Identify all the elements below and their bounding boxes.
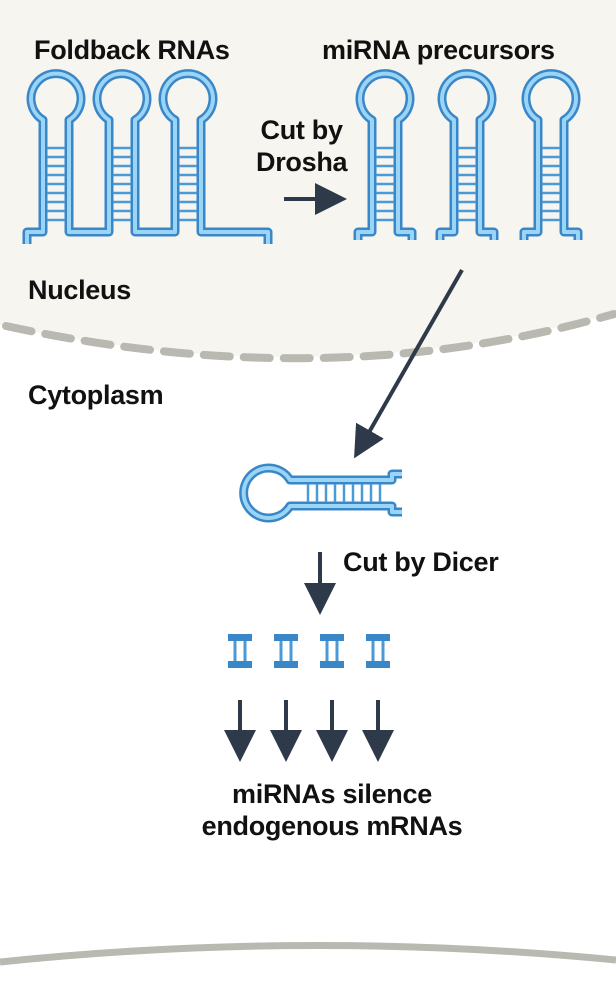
nuclear-envelope (2, 310, 616, 363)
cut-by-drosha-label: Cut by Drosha (256, 114, 348, 179)
mirna-precursor-1-core (356, 71, 414, 240)
cut-by-drosha-line-1: Cut by (260, 115, 344, 145)
foldback-rna-strand-core (25, 71, 270, 244)
mirna-duplex-strand (320, 661, 344, 668)
foldback-rnas-label: Foldback RNAs (34, 35, 230, 65)
mirna-duplexes (228, 634, 390, 668)
mirna-precursors (353, 69, 583, 240)
mirna-duplex-strand (366, 634, 390, 641)
mirna-duplex-strand (274, 661, 298, 668)
result-line-1: miRNAs silence (232, 779, 432, 809)
foldback-base-pairs (47, 146, 197, 222)
cut-by-drosha-line-2: Drosha (256, 147, 348, 178)
cytoplasmic-precursor-hairpin (239, 463, 402, 523)
mirna-duplex-strand (228, 634, 252, 641)
mirna-duplex-strand (366, 661, 390, 668)
silencing-result-label: miRNAs silence endogenous mRNAs (160, 778, 504, 843)
hairpin-base-pairs (306, 484, 382, 502)
mirna-duplex-strand (228, 661, 252, 668)
hairpin-strand-core (241, 466, 402, 520)
cell-membrane (0, 941, 616, 966)
cut-by-dicer-label: Cut by Dicer (343, 547, 499, 577)
arrow-export-icon (354, 269, 464, 459)
cytoplasm-label: Cytoplasm (28, 380, 164, 410)
mirna-precursor-2-core (438, 71, 496, 240)
hairpin-strand (239, 463, 402, 523)
silencing-arrows (224, 700, 394, 762)
result-line-2: endogenous mRNAs (201, 811, 463, 842)
foldback-rnas (22, 69, 273, 244)
nucleus-label: Nucleus (28, 275, 131, 305)
nucleus-region (0, 0, 616, 358)
mirna-precursors-label: miRNA precursors (322, 35, 555, 65)
mirna-precursor-3-core (522, 71, 580, 240)
mirna-duplex-strand (320, 634, 344, 641)
mirna-duplex-strand (274, 634, 298, 641)
precursor-base-pairs (376, 146, 560, 222)
